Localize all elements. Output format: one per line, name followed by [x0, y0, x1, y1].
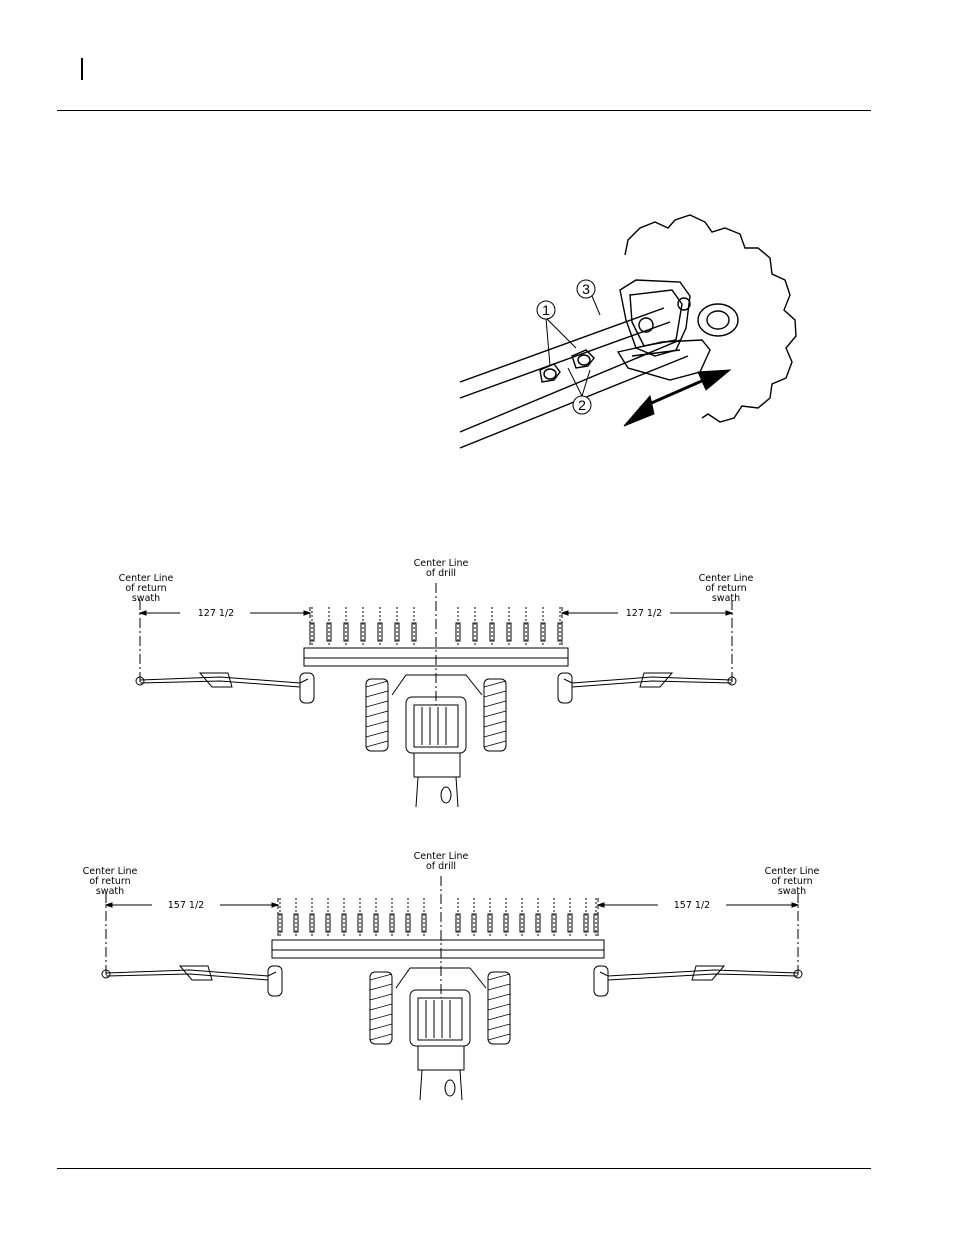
center-line-drill-label-1: Center Line: [414, 558, 469, 569]
center-line-left-label-2: of return: [125, 583, 166, 594]
callout-2: 2: [578, 397, 586, 413]
center-line-drill-label-1: Center Line: [414, 851, 469, 862]
center-line-right-label-3: swath: [712, 593, 740, 604]
center-line-left-label-3: swath: [96, 886, 124, 897]
opener-disc-figure: 1 2 3: [459, 214, 797, 449]
center-line-right-label-1: Center Line: [699, 573, 754, 584]
marker-arm-right: [599, 969, 799, 981]
hub: [697, 303, 739, 337]
notched-disc: [624, 214, 797, 423]
marker-arm-left: [139, 676, 309, 688]
tractor: [369, 967, 511, 1101]
row-openers: [309, 607, 563, 647]
adjustment-arrow: [623, 369, 732, 427]
marker-arm-right: [563, 676, 733, 688]
row-openers: [277, 898, 599, 938]
marker-arm-left: [105, 969, 277, 981]
dimension-right: 127 1/2: [626, 608, 662, 619]
bolt-lower: [638, 317, 654, 333]
dimension-left: 127 1/2: [198, 608, 234, 619]
tractor: [365, 674, 507, 808]
center-line-right-label-3: swath: [778, 886, 806, 897]
callout-1: 1: [542, 302, 550, 318]
callout-3: 3: [582, 281, 590, 297]
center-line-left-label-1: Center Line: [83, 866, 138, 877]
center-line-left-label-1: Center Line: [119, 573, 174, 584]
center-line-left-label-2: of return: [89, 876, 130, 887]
footer-rule: [57, 1168, 871, 1169]
dimension-left: 157 1/2: [168, 900, 204, 911]
shank-arm: [459, 307, 665, 383]
bearing-plate: [619, 279, 691, 357]
nut-1: [539, 363, 561, 383]
dimension-right: 157 1/2: [674, 900, 710, 911]
header-side-bar: [81, 58, 83, 80]
center-line-drill-label-2: of drill: [426, 861, 456, 872]
bolt-upper: [677, 297, 691, 311]
center-line-right-label-2: of return: [705, 583, 746, 594]
drill-diagram-157: Center Line of drill Center Line of retu…: [83, 851, 820, 1101]
nut-2: [571, 349, 595, 369]
center-line-right-label-2: of return: [771, 876, 812, 887]
header-rule: [57, 110, 871, 111]
drill-diagram-127: Center Line of drill Center Line of retu…: [119, 558, 754, 808]
center-line-right-label-1: Center Line: [765, 866, 820, 877]
center-line-left-label-3: swath: [132, 593, 160, 604]
center-line-drill-label-2: of drill: [426, 568, 456, 579]
